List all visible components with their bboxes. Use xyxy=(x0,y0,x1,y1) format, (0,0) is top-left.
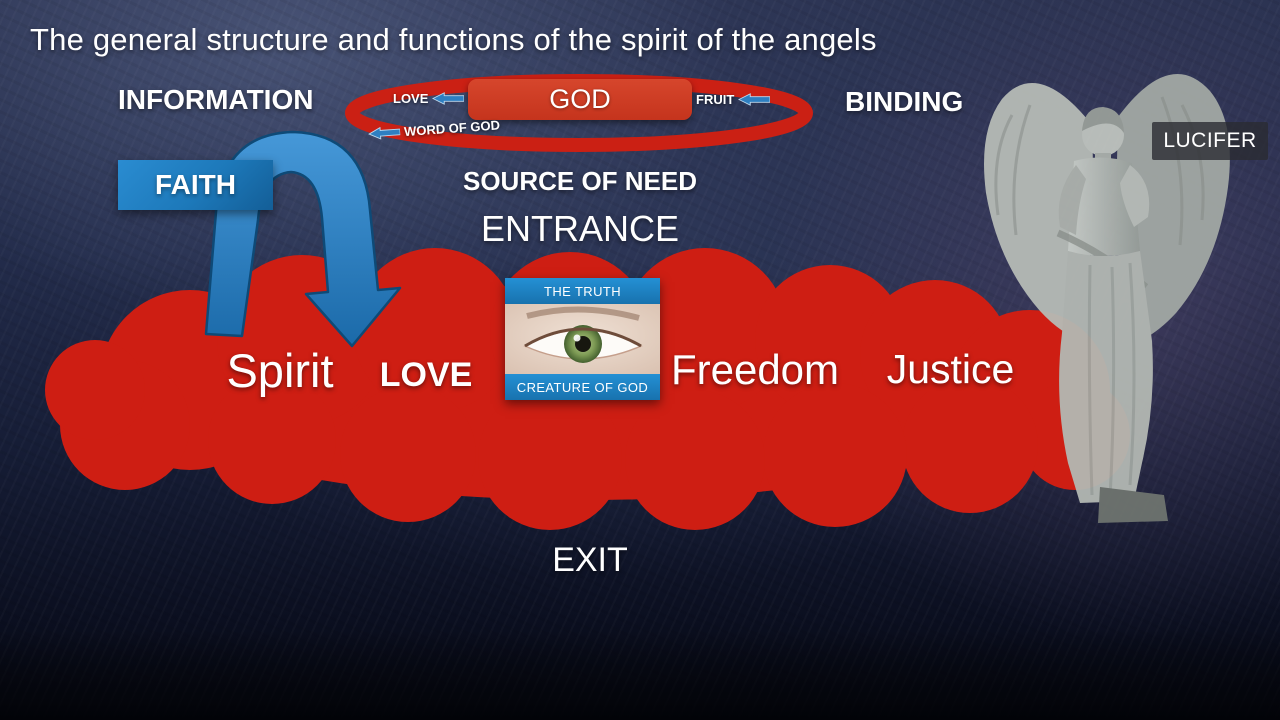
cloud-word-love: LOVE xyxy=(379,356,473,394)
angel-statue-image xyxy=(984,74,1230,523)
ring-label-word-of-god: WORD OF GOD xyxy=(368,117,500,141)
truth-card-footer: CREATURE OF GOD xyxy=(505,374,660,400)
fruit-ring-text: FRUIT xyxy=(696,92,735,107)
entrance-label: ENTRANCE xyxy=(480,208,680,249)
faith-arch-arrow xyxy=(204,130,402,348)
faith-label: FAITH xyxy=(155,169,236,200)
lucifer-badge: LUCIFER xyxy=(1152,122,1268,160)
truth-card: THE TRUTH xyxy=(505,278,660,400)
eye-illustration xyxy=(505,304,660,374)
left-arrow-icon xyxy=(368,126,401,140)
bottom-vignette xyxy=(0,630,1280,720)
lucifer-label: LUCIFER xyxy=(1163,129,1257,152)
exit-label: EXIT xyxy=(552,541,628,579)
page-title: The general structure and functions of t… xyxy=(30,22,877,57)
eye-image xyxy=(505,304,660,374)
left-arrow-icon xyxy=(738,93,771,106)
truth-card-header: THE TRUTH xyxy=(505,278,660,304)
left-arrow-icon xyxy=(432,92,465,105)
source-of-need-label: SOURCE OF NEED xyxy=(462,166,698,196)
ring-label-love: LOVE xyxy=(393,91,465,106)
god-box: GOD xyxy=(468,79,692,120)
binding-label: BINDING xyxy=(845,86,964,117)
love-ring-text: LOVE xyxy=(393,91,429,106)
faith-box: FAITH xyxy=(118,160,273,210)
cloud-word-freedom: Freedom xyxy=(670,346,840,393)
cloud-word-spirit: Spirit xyxy=(226,344,334,397)
information-label: INFORMATION xyxy=(118,84,314,115)
cloud-word-justice: Justice xyxy=(886,346,1015,392)
god-label: GOD xyxy=(549,84,611,114)
ring-label-fruit: FRUIT xyxy=(696,92,771,107)
